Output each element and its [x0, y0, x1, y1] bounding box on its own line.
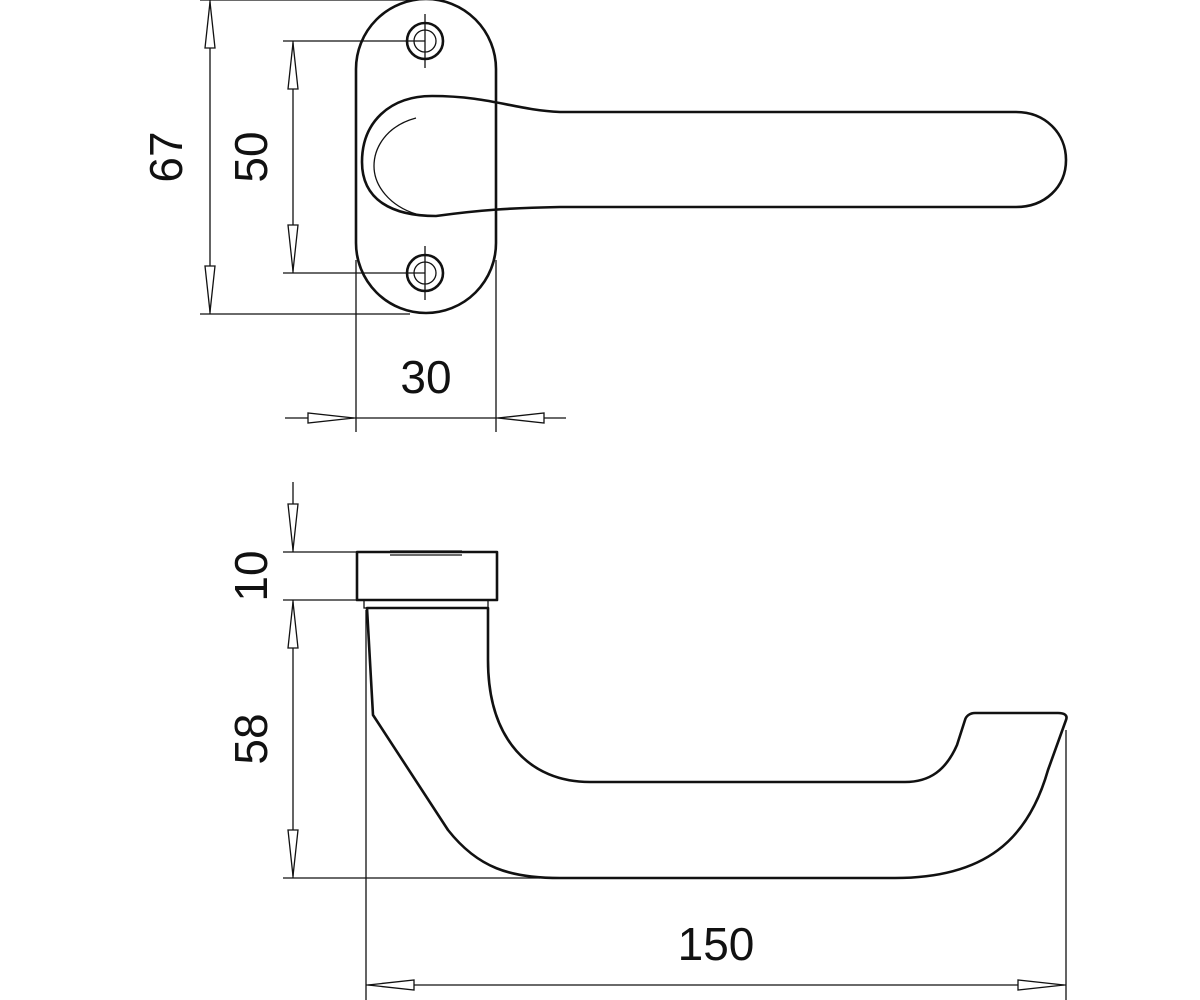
dim-label-58: 58 [225, 713, 277, 764]
arrow-50-top [287, 42, 299, 90]
dim-label-30: 30 [400, 351, 451, 403]
dim-label-50: 50 [225, 131, 277, 182]
arrow-58-bottom [287, 829, 299, 877]
arrow-150-left [367, 979, 415, 991]
arrow-67-bottom [204, 265, 216, 313]
top-view: 67 50 30 [140, 0, 1068, 432]
arrow-50-bottom [287, 224, 299, 272]
dim-label-150: 150 [678, 918, 755, 970]
lever-neck-inner-curve [373, 117, 417, 215]
arrow-150-right [1017, 979, 1065, 991]
screw-top [405, 14, 445, 68]
arrow-30-right [497, 412, 545, 424]
side-view: 10 58 150 [225, 482, 1068, 1000]
lever-handle-side-outline [365, 606, 1068, 880]
rose-plate-outline [354, 0, 498, 315]
screw-bottom [405, 246, 445, 300]
rose-side-outline [355, 550, 499, 602]
dim-label-67: 67 [140, 131, 192, 182]
arrow-67-top [204, 1, 216, 49]
arrow-30-left [307, 412, 355, 424]
dim-label-10: 10 [225, 550, 277, 601]
arrow-10-top [287, 503, 299, 551]
lever-handle-top-outline [360, 94, 1068, 218]
arrow-58-top [287, 601, 299, 649]
